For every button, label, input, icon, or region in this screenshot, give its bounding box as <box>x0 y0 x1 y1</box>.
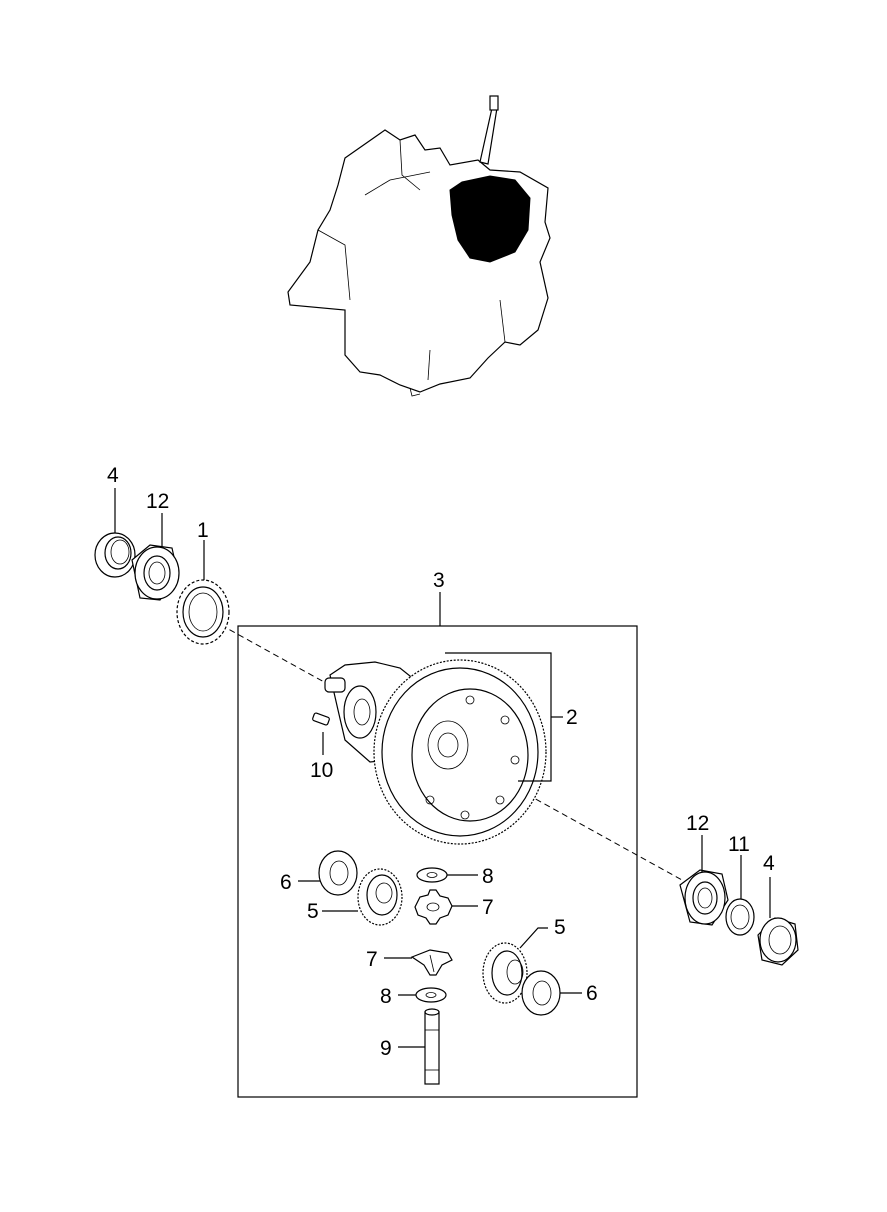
side-gear-right <box>482 942 528 1004</box>
highlighted-differential-region <box>449 175 531 263</box>
thrust-washer-right <box>521 970 561 1016</box>
ring-gear <box>373 659 547 845</box>
callout-8-lower: 8 <box>380 985 392 1008</box>
callout-6-left: 6 <box>280 871 292 894</box>
speedometer-gear <box>176 579 230 645</box>
callout-4-left: 4 <box>107 464 119 487</box>
callout-12-right: 12 <box>686 812 709 835</box>
callout-5-left: 5 <box>307 900 319 923</box>
pinion-shaft <box>424 1008 440 1085</box>
thrust-washer-left <box>318 850 358 896</box>
pin <box>312 712 330 726</box>
callout-1: 1 <box>197 519 209 542</box>
bearing-cup-left <box>94 532 136 578</box>
bearing-left <box>131 544 180 601</box>
pinion-washer-upper <box>416 867 448 883</box>
callout-6-right: 6 <box>586 982 598 1005</box>
callout-10: 10 <box>310 759 333 782</box>
kit-boundary-box <box>237 625 638 1098</box>
pinion-washer-lower <box>415 987 447 1003</box>
callout-7-lower: 7 <box>366 948 378 971</box>
callout-2: 2 <box>566 706 578 729</box>
bearing-right <box>679 869 729 926</box>
callout-7-upper: 7 <box>482 896 494 919</box>
callout-11: 11 <box>728 833 750 856</box>
callout-8-upper: 8 <box>482 865 494 888</box>
callout-9: 9 <box>380 1037 392 1060</box>
shim <box>725 898 755 936</box>
callout-4-right: 4 <box>763 852 775 875</box>
side-gear-left <box>357 868 403 926</box>
callout-3: 3 <box>433 569 445 592</box>
transaxle-housing-overview <box>287 95 551 397</box>
callout-12-left: 12 <box>146 490 169 513</box>
pinion-gear-upper <box>414 889 453 925</box>
callout-5-right: 5 <box>554 916 566 939</box>
pinion-gear-lower <box>410 949 453 976</box>
bearing-cup-right <box>757 917 799 966</box>
